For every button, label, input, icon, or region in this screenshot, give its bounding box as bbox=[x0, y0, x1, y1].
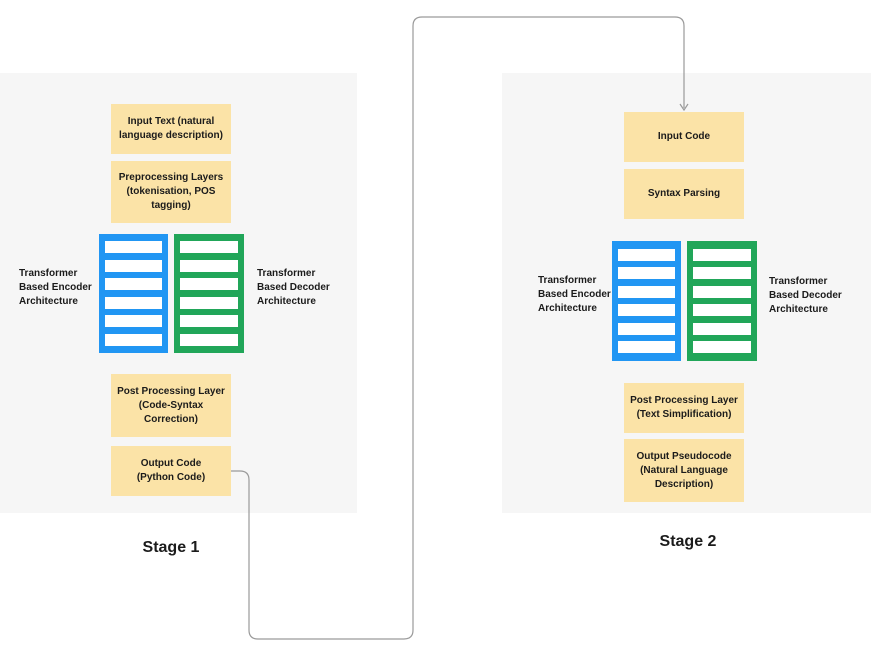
stage2-input-box: Input Code bbox=[624, 112, 744, 162]
encoder-layer bbox=[105, 278, 162, 291]
stage2-parsing-box: Syntax Parsing bbox=[624, 169, 744, 219]
decoder-layer bbox=[693, 285, 751, 298]
encoder-layer bbox=[618, 340, 675, 353]
stage2-encoder-label: Transformer Based Encoder Architecture bbox=[538, 275, 611, 314]
stage1-encoder-stack bbox=[99, 234, 168, 353]
stage1-title: Stage 1 bbox=[142, 539, 200, 556]
decoder-layer bbox=[693, 340, 751, 353]
encoder-layer bbox=[618, 285, 675, 298]
stage2-output-box: Output Pseudocode (Natural Language Desc… bbox=[624, 439, 744, 502]
stage2-decoder-label: Transformer Based Decoder Architecture bbox=[769, 276, 842, 315]
encoder-layer bbox=[618, 267, 675, 280]
connector-path bbox=[231, 16, 685, 640]
stage2-decoder-stack bbox=[687, 241, 757, 361]
decoder-layer bbox=[693, 322, 751, 335]
decoder-layer bbox=[180, 259, 238, 272]
decoder-layer bbox=[693, 249, 751, 261]
decoder-layer bbox=[180, 315, 238, 328]
encoder-layer bbox=[618, 322, 675, 335]
stage1-preprocessing-box: Preprocessing Layers (tokenisation, POS … bbox=[111, 161, 231, 223]
stage1-decoder-label: Transformer Based Decoder Architecture bbox=[257, 268, 330, 307]
decoder-layer bbox=[180, 241, 238, 253]
stage2-encoder-stack bbox=[612, 241, 681, 361]
encoder-layer bbox=[105, 315, 162, 328]
stage1-encoder-label: Transformer Based Encoder Architecture bbox=[19, 268, 92, 307]
decoder-layer bbox=[693, 304, 751, 317]
encoder-layer bbox=[618, 304, 675, 317]
stage1-decoder-stack bbox=[174, 234, 244, 353]
encoder-layer bbox=[105, 333, 162, 346]
decoder-layer bbox=[180, 296, 238, 309]
encoder-layer bbox=[105, 241, 162, 253]
encoder-layer bbox=[105, 296, 162, 309]
decoder-layer bbox=[180, 278, 238, 291]
connector-arrowhead-icon bbox=[679, 103, 689, 112]
decoder-layer bbox=[180, 333, 238, 346]
stage1-postprocessing-box: Post Processing Layer (Code-Syntax Corre… bbox=[111, 374, 231, 437]
encoder-layer bbox=[105, 259, 162, 272]
encoder-layer bbox=[618, 249, 675, 261]
decoder-layer bbox=[693, 267, 751, 280]
stage2-postprocessing-box: Post Processing Layer (Text Simplificati… bbox=[624, 383, 744, 433]
stage1-output-box: Output Code (Python Code) bbox=[111, 446, 231, 496]
stage2-title: Stage 2 bbox=[659, 533, 717, 550]
stage1-input-box: Input Text (natural language description… bbox=[111, 104, 231, 154]
